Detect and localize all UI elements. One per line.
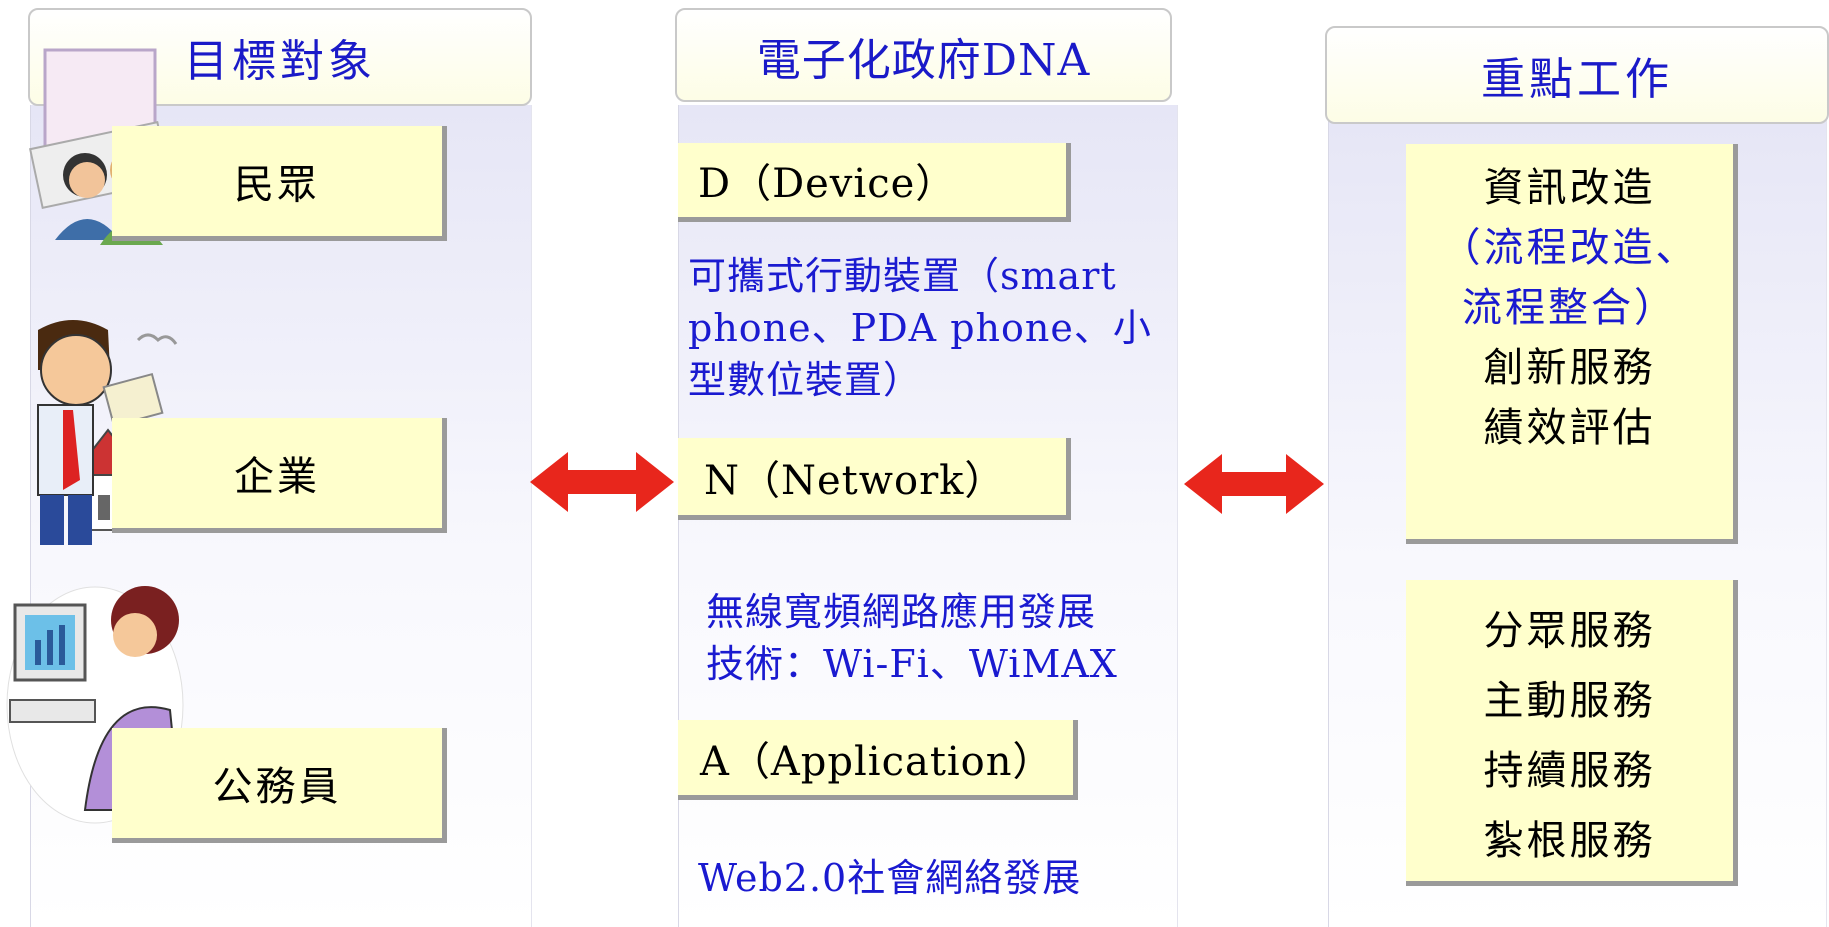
target-box-public: 民眾 bbox=[112, 126, 447, 241]
work-item: 分眾服務 bbox=[1483, 608, 1656, 654]
work-header: 重點工作 bbox=[1325, 26, 1829, 124]
work-item: 流程整合） bbox=[1462, 285, 1677, 331]
application-description: Web2.0社會網絡發展 bbox=[698, 852, 1081, 904]
work-item: （流程改造、 bbox=[1440, 225, 1699, 271]
device-description-line: 型數位裝置） bbox=[688, 358, 923, 402]
double-arrow-icon bbox=[530, 452, 674, 512]
target-box-business: 企業 bbox=[112, 418, 447, 533]
work-item: 績效評估 bbox=[1483, 405, 1656, 451]
network-description-line: 無線寬頻網路應用發展 bbox=[706, 590, 1097, 634]
application-label: A（Application） bbox=[678, 720, 1078, 800]
work-item: 持續服務 bbox=[1483, 748, 1656, 794]
work-box-services: 分眾服務 主動服務 持續服務 紮根服務 bbox=[1406, 580, 1738, 886]
work-item: 主動服務 bbox=[1483, 678, 1656, 724]
network-description: 無線寬頻網路應用發展 技術：Wi-Fi、WiMAX bbox=[706, 586, 1118, 690]
network-description-line: 技術：Wi-Fi、WiMAX bbox=[706, 642, 1118, 686]
work-box-reform: 資訊改造 （流程改造、 流程整合） 創新服務 績效評估 bbox=[1406, 144, 1738, 544]
network-label: N（Network） bbox=[678, 438, 1071, 520]
device-label: D（Device） bbox=[678, 143, 1071, 222]
double-arrow-icon bbox=[1184, 454, 1324, 514]
device-description: 可攜式行動裝置（smart phone、PDA phone、小 型數位裝置） bbox=[688, 250, 1152, 406]
target-box-civil-servant: 公務員 bbox=[112, 728, 447, 843]
work-item: 創新服務 bbox=[1483, 345, 1656, 391]
work-item: 紮根服務 bbox=[1483, 818, 1656, 864]
device-description-line: phone、PDA phone、小 bbox=[688, 306, 1152, 350]
application-description-line: Web2.0社會網絡發展 bbox=[698, 856, 1082, 900]
device-description-line: 可攜式行動裝置（smart bbox=[688, 254, 1117, 298]
work-item: 資訊改造 bbox=[1483, 165, 1656, 211]
dna-header: 電子化政府DNA bbox=[675, 8, 1172, 102]
